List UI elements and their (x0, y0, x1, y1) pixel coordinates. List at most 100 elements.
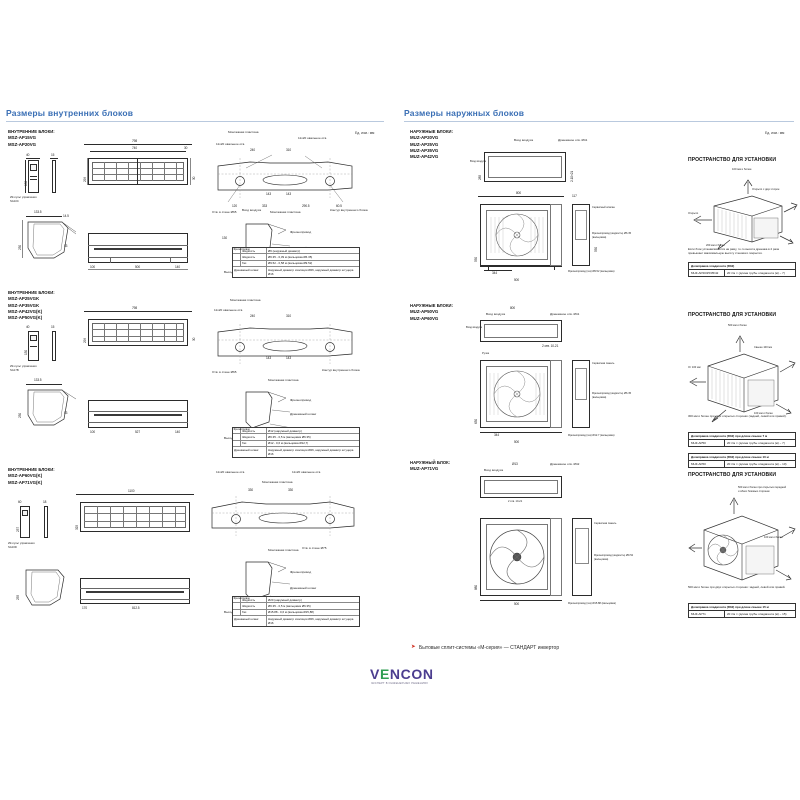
outdoor-group-2-caption: НАРУЖНЫЕ БЛОКИ: (410, 303, 454, 308)
callout-mounting-plate: Монтажная пластина (262, 480, 293, 484)
callout-pipe-liquid: Фреонопровод (жидкость) Ø9.52 (вальцовка… (594, 554, 634, 562)
charge-value: 20 г/м × (длина трубы хладагента (м) − 7… (727, 270, 785, 275)
indoor-unit-note: Ед. изм.: мм (355, 131, 375, 135)
logo-e: E (379, 666, 390, 682)
install-panel-2-note: 300 мм и более при двух открытых сторона… (688, 414, 787, 418)
charge-value: 20 г/м × (длина трубы хладагента (м) − 1… (727, 461, 787, 466)
indoor-group-1-model-2: MSZ-AP20VG (8, 141, 37, 147)
table-row: MUZ-AP60 20 г/м × (длина трубы хладагент… (689, 460, 795, 467)
indoor-group-2-models: ВНУТРЕННИЕ БЛОКИ: MSZ-AP25VGK MSZ-AP35VG… (8, 290, 55, 322)
callout-oval-hole-left: 11х20 овальное отв. (216, 470, 246, 474)
outdoor-group-1-model-4: MUZ-AP42VG (410, 154, 439, 160)
callout-air-inlet: Вход воздуха (486, 312, 506, 316)
table-row: Жидкость Ø6.35 - 0,5 м (вальцовка Ø6.35) (233, 603, 359, 610)
indoor-group-1-caption: ВНУТРЕННИЕ БЛОКИ: (8, 129, 55, 134)
callout-pipe-gas: Фреонопровод (газ) Ø9.52 (вальцовка) (568, 270, 615, 273)
install-panel-1-charge-table: Дозаправка хладагента (R32) MUZ-AP20/25/… (688, 262, 796, 277)
callout-air-inlet-side: Вход воздуха (466, 326, 483, 329)
indoor-group-2-caption: ВНУТРЕННИЕ БЛОКИ: (8, 290, 55, 295)
callout-refrigerant-pipe: Фреонопровод (290, 570, 312, 574)
charge-model: MUZ-AP50 (689, 439, 725, 446)
callout-pipe-gas: Фреонопровод (газ) Ø12.7 (вальцовка) (568, 434, 615, 437)
indoor-group-3-caption: ВНУТРЕННИЕ БЛОКИ: (8, 467, 55, 472)
charge-table-header: Дозаправка хладагента (R32) при длине св… (689, 604, 795, 611)
callout-air-inlet: Вход воздуха (514, 138, 534, 142)
indoor-section-header: Размеры внутренних блоков (6, 108, 134, 118)
spec-side-label: Фреонопровод (233, 248, 250, 254)
table-row: Газ Ø15.88 - 0,6 м (вальцовка Ø15,88) (233, 609, 359, 617)
charge-value: 20 г/м × (длина трубы хладагента (м) − 1… (727, 611, 787, 616)
callout-unit-outline: Контур внутреннего блока (322, 368, 360, 372)
indoor-group-1-models: ВНУТРЕННИЕ БЛОКИ: MSZ-AP15VG MSZ-AP20VG (8, 129, 55, 148)
arrow-label-right: 100 мм и более (764, 536, 783, 539)
arrow-label-right: Свыше 100 мм (754, 346, 772, 349)
arrow-label-top: 500 мм и более при открытых передней и о… (738, 486, 787, 494)
indoor-group-2-model-4: MSZ-AP50VG(K) (8, 315, 43, 321)
charge-table-header: Дозаправка хладагента (R32) при длине св… (689, 433, 795, 440)
table-row: Фреонопровод Жидкость Ø6 (наружный диаме… (233, 248, 359, 255)
logo-rest: NCON (389, 666, 434, 682)
charge-model: MUZ-AP60 (689, 460, 725, 467)
callout-oval-hole: 11х20 овальное отв. (214, 308, 244, 312)
callout-mounting-plate-2: Монтажная пластина (270, 210, 301, 214)
indoor-group-2-model-2: MSZ-AP35VGK (8, 302, 40, 308)
charge-table-header: Дозаправка хладагента (R32) (689, 263, 795, 270)
indoor-group-2-spec-table: Фреонопровод Жидкость Ø12 (наружный диам… (232, 427, 360, 459)
outdoor-unit-note: Ед. изм.: мм (765, 131, 785, 135)
indoor-group-2-model-1: MSZ-AP25VGK (8, 296, 40, 302)
callout-drain-hose: Дренажный шланг (290, 412, 317, 416)
callout-wall-hole: Отв. в стене Ø75 (302, 546, 327, 550)
table-row: Дренажный шланг Наружный диаметр изоляци… (234, 616, 354, 627)
outdoor-group-1-model-3: MUZ-AP35VG (410, 148, 439, 154)
arrow-label-left: От 100 мм (688, 366, 701, 369)
table-row: Фреонопровод Жидкость Ø12 (наружный диам… (233, 428, 359, 435)
callout-oval-hole-left: 11х20 овальное отв. (216, 142, 246, 146)
callout-handle: Ручка (482, 352, 490, 355)
indoor-group-2-model-3: MSZ-AP42VG(K) (8, 309, 43, 315)
arrow-label-bottom: 200 мм и более (706, 244, 725, 247)
outdoor-group-3-models: НАРУЖНЫЙ БЛОК: MUZ-AP71VG (410, 460, 450, 473)
outdoor-group-2-model-1: MUZ-AP50VG (410, 309, 439, 315)
callout-drain-hole: Дренажное отв. Ø41 (558, 138, 588, 142)
callout-pipe-gas: Фреонопровод (газ) Ø15.88 (вальцовка) (568, 602, 616, 605)
callout-refrigerant-pipe: Фреонопровод (290, 398, 312, 402)
install-panel-2-charge-table-2: Дозаправка хладагента (R32) при длине св… (688, 453, 796, 468)
install-panel-3-title: ПРОСТРАНСТВО ДЛЯ УСТАНОВКИ (688, 472, 777, 478)
callout-unit-outline: Контур внутреннего блока (330, 208, 368, 212)
table-row: MUZ-AP50 20 г/м × (длина трубы хладагент… (689, 439, 795, 446)
indoor-group-3-model-2: MSZ-AP71VG(K) (8, 479, 43, 485)
outdoor-section-header: Размеры наружных блоков (404, 108, 525, 118)
indoor-group-3-model-1: MSZ-AP60VG(K) (8, 473, 43, 479)
callout-oval-hole-right: 11х20 овальное отв. (292, 470, 322, 474)
charge-model: MUZ-AP20/25/35/42 (689, 269, 725, 276)
callout-holes: 2 отв. 10-21 (508, 500, 523, 503)
outdoor-group-3-caption: НАРУЖНЫЙ БЛОК: (410, 460, 451, 465)
callout-drain-hole: Дренажное отв. Ø41 (550, 312, 580, 316)
callout-oval-hole-right: 11х20 овальное отв. (298, 136, 328, 140)
callout-service-panel: Сервисная панель (592, 362, 615, 365)
indoor-group-3-spec-table: Фреонопровод Жидкость Ø20 (наружный диам… (232, 596, 360, 628)
callout-refrigerant-pipe: Фреонопровод (290, 230, 312, 234)
spec-side-label: Фреонопровод (233, 428, 250, 434)
callout-wall-hole: Отв. в стене Ø65 (212, 210, 237, 214)
table-row: Жидкость Ø6.35 - 0,5 м (вальцовка Ø6.35) (233, 434, 359, 441)
callout-mounting-plate: Монтажная пластина (230, 298, 261, 302)
outdoor-group-3-model-1: MUZ-AP71VG (410, 466, 439, 472)
table-row: Газ Ø12 - 0,6 м (вальцовка Ø12,7) (233, 440, 359, 448)
install-panel-2-charge-table-1: Дозаправка хладагента (R32) при длине св… (688, 432, 796, 447)
callout-drain-hose: Дренажный шланг (290, 586, 317, 590)
indoor-header-rule (6, 121, 384, 122)
callout-air-inlet: Вход воздуха (484, 468, 504, 472)
callout-wall-hole: Отв. в стене Ø65 (212, 370, 237, 374)
arrow-label-top: 100 мм и более (732, 168, 752, 171)
install-panel-3-note: 500 мм и более при двух открытых сторона… (688, 585, 786, 589)
install-panel-2-title: ПРОСТРАНСТВО ДЛЯ УСТАНОВКИ (688, 312, 777, 318)
outdoor-group-2-models: НАРУЖНЫЕ БЛОКИ: MUZ-AP50VG MUZ-AP60VG (410, 303, 453, 322)
outdoor-group-2-model-2: MUZ-AP60VG (410, 315, 439, 321)
vencon-logo-tagline: ЭКСПЕРТ В ИНЖЕНЕРНЫХ РЕШЕНИЯХ (371, 682, 429, 685)
table-row: Дренажный шланг Наружный диаметр изоляци… (234, 447, 354, 458)
spec-side-label: Фреонопровод (233, 597, 250, 603)
callout-drain-hole: Дренажное отв. Ø42 (550, 462, 580, 466)
